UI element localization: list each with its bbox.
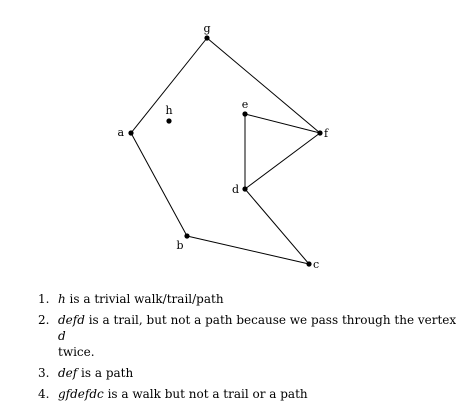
vertex-e — [242, 111, 248, 117]
edge-c-d — [244, 188, 310, 265]
graph-vertices: g a h e f d b c — [117, 22, 329, 271]
list-item: 3. def is a path — [38, 365, 460, 381]
graph-diagram: g a h e f d b c — [117, 22, 329, 271]
item-math: gfdefdc — [58, 387, 104, 401]
vertex-label-d: d — [232, 183, 239, 196]
item-number: 3. — [38, 366, 50, 380]
item-number: 1. — [38, 292, 50, 306]
edge-e-f — [244, 113, 321, 134]
vertex-label-e: e — [242, 98, 249, 111]
examples-list: 1. h is a trivial walk/trail/path 2. def… — [38, 291, 460, 407]
vertex-d — [242, 186, 248, 192]
vertex-label-h: h — [165, 104, 172, 117]
vertex-g — [204, 35, 210, 41]
item-number: 2. — [38, 313, 50, 327]
item-math: h — [58, 292, 66, 306]
vertex-label-a: a — [117, 126, 124, 139]
vertex-a — [128, 130, 134, 136]
item-text: is a trivial walk/trail/path — [65, 292, 224, 306]
item-math: def — [58, 366, 78, 380]
edge-a-b — [130, 132, 188, 237]
edge-f-d — [244, 132, 321, 190]
vertex-f — [317, 130, 323, 136]
vertex-label-b: b — [176, 239, 183, 252]
item-text: is a walk but not a trail or a path — [103, 387, 308, 401]
edge-b-c — [186, 235, 310, 265]
list-item: 1. h is a trivial walk/trail/path — [38, 291, 460, 307]
vertex-label-c: c — [313, 258, 319, 271]
list-item: 2. defd is a trail, but not a path becau… — [38, 312, 460, 360]
item-math: defd — [58, 313, 85, 327]
item-number: 4. — [38, 387, 50, 401]
vertex-label-g: g — [203, 22, 210, 35]
vertex-label-f: f — [324, 127, 329, 140]
edge-g-a — [130, 37, 208, 134]
item-extra-text: twice. — [58, 345, 95, 359]
item-text: is a trail, but not a path because we pa… — [84, 313, 457, 327]
edge-g-f — [206, 37, 321, 134]
vertex-b — [184, 233, 190, 239]
graph-edges — [130, 37, 321, 265]
item-extra-math: d — [58, 329, 66, 343]
list-item: 4. gfdefdc is a walk but not a trail or … — [38, 386, 460, 402]
vertex-c — [306, 261, 312, 267]
vertex-h — [166, 118, 172, 124]
item-text: is a path — [77, 366, 134, 380]
